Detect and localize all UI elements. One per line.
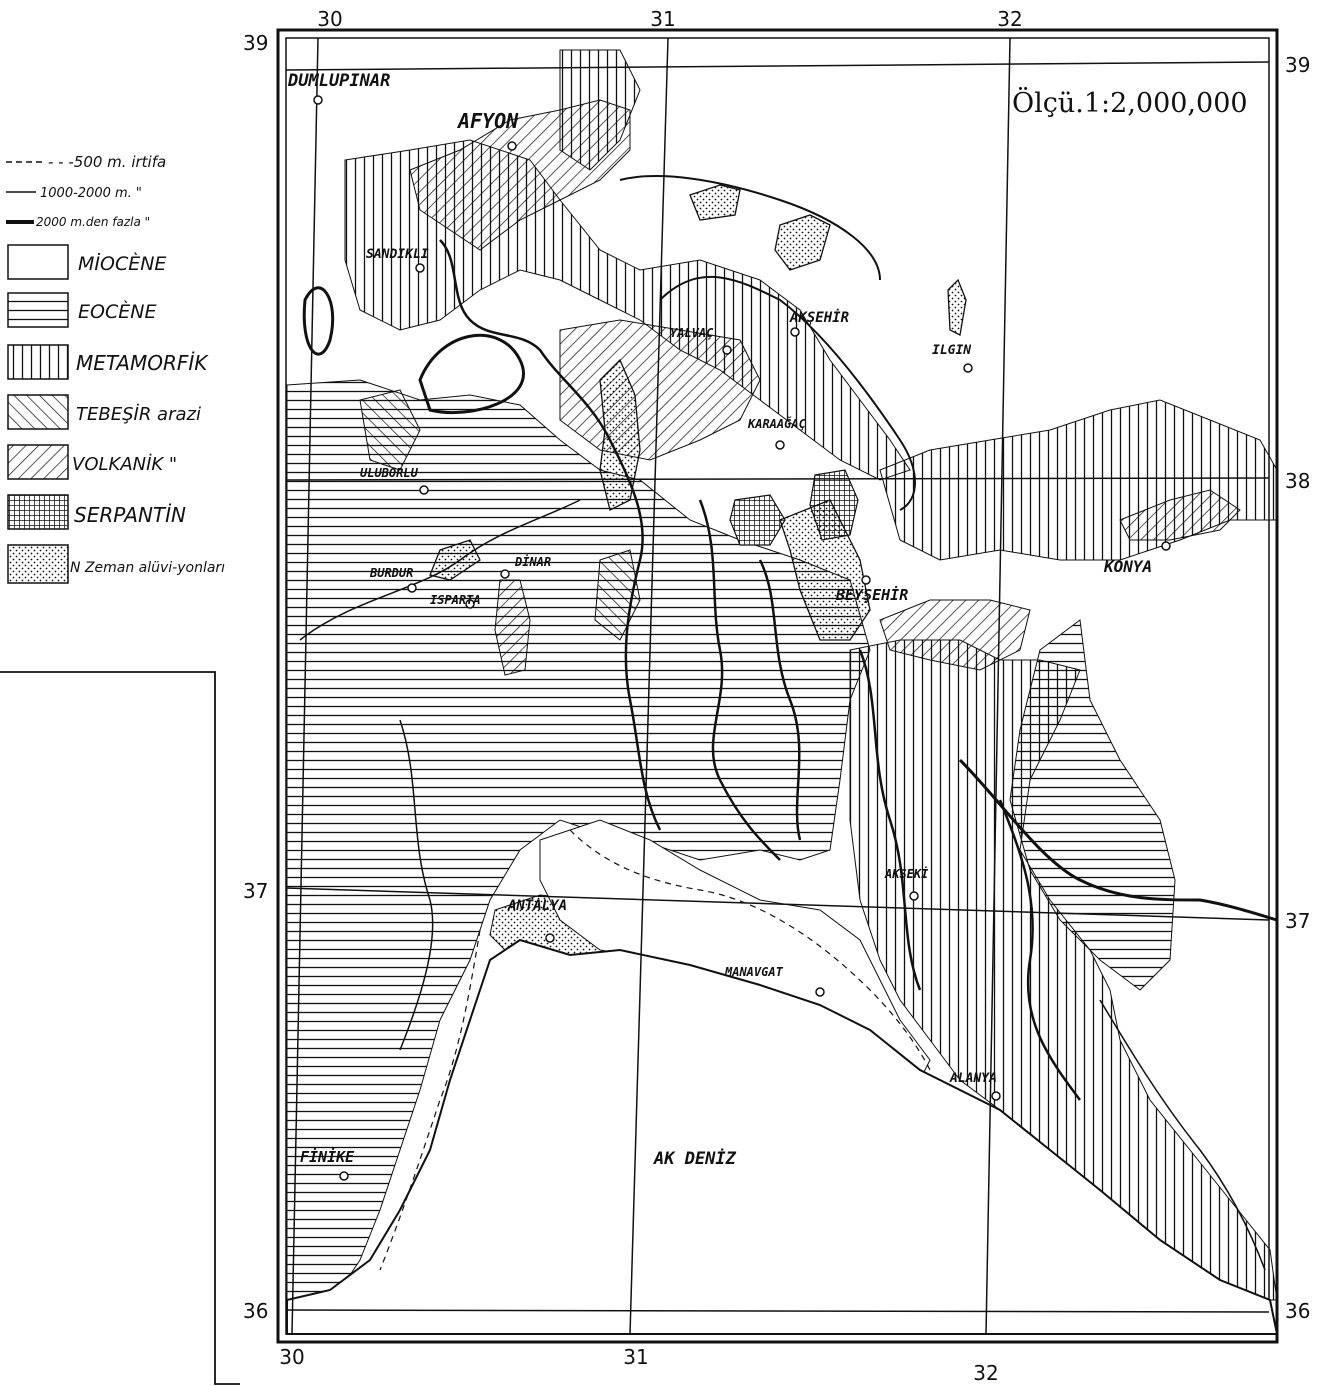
coord-bottom-31: 31 — [623, 1345, 648, 1369]
place-marker[interactable]: ANTALYA — [507, 898, 567, 943]
inset-border — [0, 671, 240, 1385]
volcanic-yalvac — [559, 319, 761, 461]
volcanic-beysehir — [879, 599, 1031, 671]
place-label: DUMLUPINAR — [287, 71, 390, 91]
place-marker[interactable]: ALANYA — [949, 1071, 1001, 1101]
sea — [286, 938, 1279, 1335]
legend-label: N Zeman alüvi-yonları — [70, 560, 225, 576]
cretaceous-west — [359, 389, 421, 471]
coord-top-31: 31 — [650, 7, 675, 31]
contour-legend-500: - - -500 m. irtifa — [48, 153, 166, 171]
place-marker[interactable]: KONYA — [1103, 541, 1171, 576]
legend: - - -500 m. irtifa 1000-2000 m. " 2000 m… — [6, 153, 225, 584]
place-label: MANAVGAT — [724, 965, 784, 979]
coord-right-39: 39 — [1285, 53, 1310, 77]
lakes — [429, 184, 967, 641]
place-label: SANDIKLI — [366, 247, 429, 262]
place-marker[interactable]: FİNİKE — [300, 1147, 355, 1181]
legend-label: VOLKANİK " — [72, 454, 177, 475]
place-label: ILGIN — [932, 343, 971, 358]
legend-label: EOCÈNE — [78, 300, 156, 323]
place-label: ALANYA — [949, 1071, 997, 1086]
contour-legend-1000: 1000-2000 m. " — [40, 186, 142, 201]
place-label: YALVAÇ — [670, 326, 714, 340]
serpentine-2 — [729, 494, 786, 546]
legend-item-eocene: EOCÈNE — [7, 292, 156, 328]
coord-right-38: 38 — [1285, 469, 1310, 493]
map-scale: Ölçü.1:2,000,000 — [1012, 85, 1248, 119]
place-label: FİNİKE — [300, 1147, 355, 1166]
coord-bottom-30: 30 — [279, 1345, 304, 1369]
coordinate-labels: 30 31 32 30 31 32 39 37 36 39 38 37 36 — [243, 7, 1310, 1385]
contour-legend-2000: 2000 m.den fazla " — [36, 215, 150, 229]
lake-eber — [774, 214, 831, 271]
place-marker[interactable]: ILGIN — [932, 343, 973, 373]
place-label: BEYŞEHİR — [835, 585, 908, 604]
place-marker[interactable]: AKŞEHİR — [789, 309, 849, 337]
place-marker[interactable]: DİNAR — [500, 554, 551, 579]
legend-item-metamorphic: METAMORFİK — [7, 344, 209, 380]
eocene-west-zone — [286, 379, 871, 1301]
legend-item-alluvium: N Zeman alüvi-yonları — [7, 544, 225, 584]
place-label: DİNAR — [514, 554, 551, 569]
place-label: KARAAĞAÇ — [747, 416, 807, 431]
place-marker[interactable]: ISPARTA — [430, 593, 481, 609]
place-label: AKSEKİ — [884, 866, 929, 881]
legend-item-volcanic: VOLKANİK " — [7, 444, 177, 480]
graticule — [285, 37, 1270, 1335]
coord-right-37: 37 — [1285, 909, 1310, 933]
coord-top-32: 32 — [997, 7, 1022, 31]
place-marker[interactable]: AKSEKİ — [884, 866, 929, 901]
volcanic-konya — [1119, 489, 1241, 541]
volcanic-afyon — [409, 99, 631, 251]
coord-top-30: 30 — [317, 7, 342, 31]
coord-left-39: 39 — [243, 31, 268, 55]
volcanic-isparta — [494, 579, 531, 676]
place-label: BURDUR — [369, 566, 413, 580]
place-marker[interactable]: ULUBORLU — [360, 466, 429, 495]
place-label: AFYON — [456, 109, 519, 133]
place-marker[interactable]: MANAVGAT — [724, 965, 825, 997]
place-marker[interactable]: YALVAÇ — [670, 326, 732, 355]
metamorphic-konya-band — [879, 399, 1278, 561]
legend-label: TEBEŞİR arazi — [76, 404, 201, 425]
lake-aksehir — [689, 184, 741, 221]
lake-beysehir — [779, 499, 871, 641]
legend-item-miocene: MİOCÈNE — [7, 244, 166, 280]
place-label: ANTALYA — [507, 898, 567, 914]
coord-left-37: 37 — [243, 879, 268, 903]
coord-bottom-32: 32 — [973, 1361, 998, 1385]
legend-item-cretaceous: TEBEŞİR arazi — [7, 394, 201, 430]
geology-units — [286, 49, 1278, 1301]
place-label: ISPARTA — [430, 593, 481, 607]
coord-left-36: 36 — [243, 1299, 268, 1323]
place-label: KONYA — [1103, 557, 1152, 576]
place-labels: DUMLUPINAR AFYON SANDIKLI AKŞEHİR ILGIN … — [287, 71, 1171, 1181]
place-label: ULUBORLU — [360, 466, 419, 480]
place-marker[interactable]: BURDUR — [369, 566, 417, 593]
legend-label: METAMORFİK — [76, 351, 209, 375]
place-marker[interactable]: SANDIKLI — [366, 247, 429, 273]
lake-egirdir — [599, 358, 641, 511]
lake-burdur — [429, 539, 481, 581]
contour-legend: - - -500 m. irtifa 1000-2000 m. " 2000 m… — [6, 153, 166, 229]
legend-item-serpentine: SERPANTİN — [7, 494, 186, 530]
coastline — [286, 938, 1279, 1335]
place-marker[interactable]: KARAAĞAÇ — [747, 416, 807, 450]
place-label: AKŞEHİR — [789, 309, 849, 326]
sea-label: AK DENİZ — [653, 1147, 737, 1169]
place-marker[interactable]: BEYŞEHİR — [835, 575, 908, 604]
place-marker[interactable]: AFYON — [456, 109, 519, 151]
place-marker[interactable]: DUMLUPINAR — [287, 71, 390, 105]
legend-label: SERPANTİN — [74, 503, 186, 527]
coord-right-36: 36 — [1285, 1299, 1310, 1323]
lake-ilgin — [947, 278, 967, 336]
legend-label: MİOCÈNE — [78, 252, 166, 275]
